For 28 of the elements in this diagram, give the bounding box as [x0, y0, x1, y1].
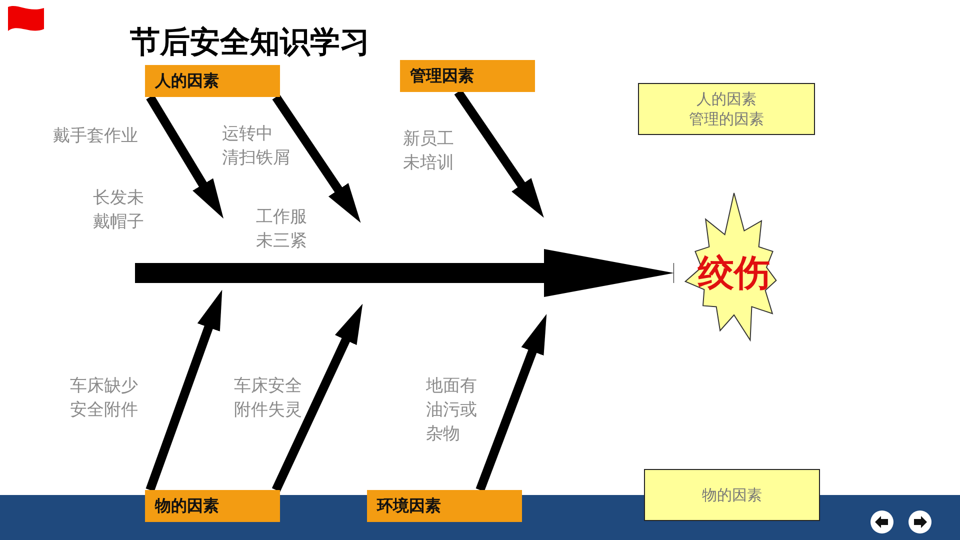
category-box	[145, 65, 280, 97]
note-text: 物的因素	[702, 485, 762, 505]
category-label: 管理因素	[410, 66, 474, 86]
arrow	[146, 290, 222, 492]
note-text: 管理的因素	[689, 109, 764, 129]
category-label: 人的因素	[155, 70, 219, 92]
category-label: 环境因素	[377, 496, 441, 516]
effect-label: 绞伤	[698, 252, 770, 296]
cause-label: 新员工未培训	[403, 128, 454, 175]
arrow	[476, 314, 547, 492]
note-box	[638, 83, 815, 135]
cause-label: 车床缺少安全附件	[70, 375, 138, 422]
note-box	[644, 469, 820, 521]
category-label: 物的因素	[155, 496, 219, 516]
cause-label: 戴手套作业	[53, 125, 138, 148]
cause-label: 地面有油污或杂物	[426, 375, 477, 446]
category-box	[145, 490, 280, 522]
category-box	[367, 490, 522, 522]
arrow	[146, 94, 224, 219]
cause-label: 车床安全附件失灵	[234, 375, 302, 422]
cause-label: 工作服未三紧	[256, 206, 307, 253]
category-box	[400, 60, 535, 92]
note-text: 人的因素	[696, 89, 756, 109]
cause-label: 运转中清扫铁屑	[222, 123, 290, 170]
title: 节后安全知识学习	[130, 24, 370, 62]
cause-label: 长发未戴帽子	[93, 187, 144, 234]
arrow	[272, 304, 363, 492]
arrow	[272, 94, 361, 223]
